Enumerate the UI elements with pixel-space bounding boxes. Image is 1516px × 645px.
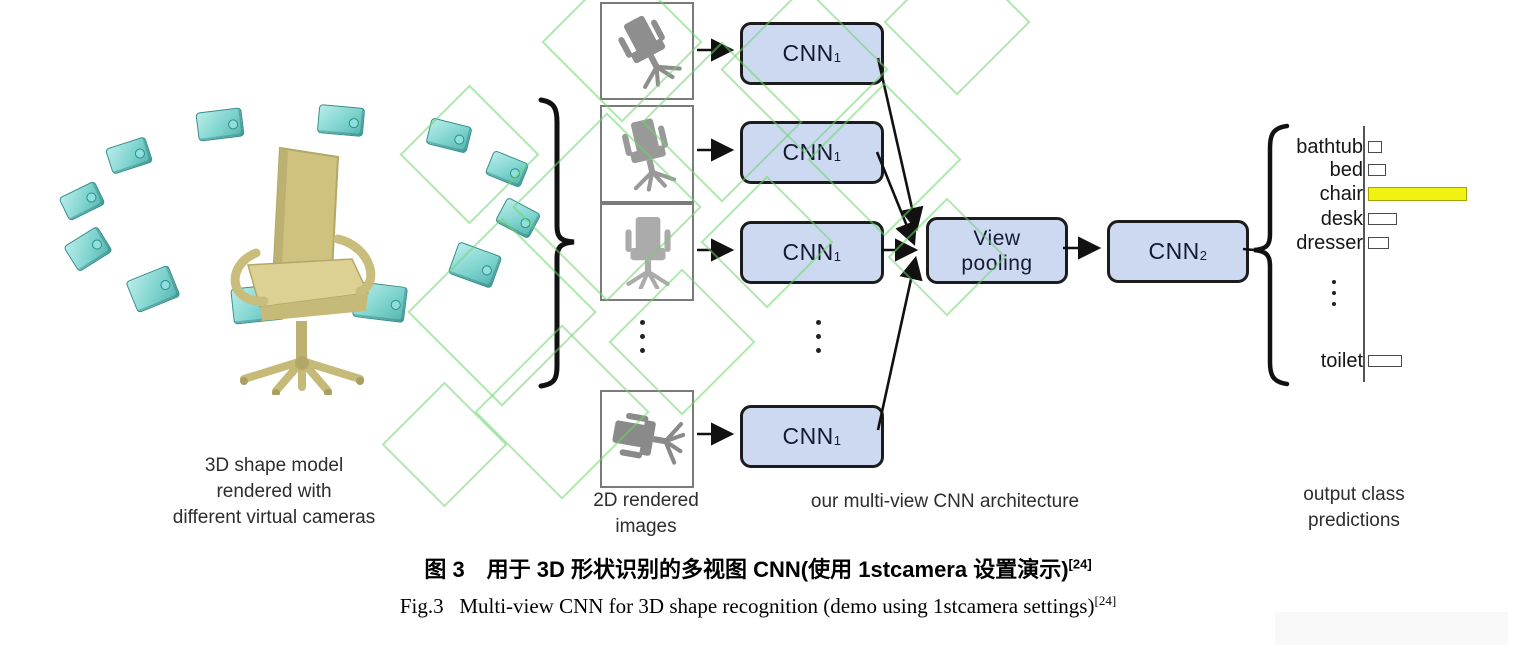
- class-label: bed: [1329, 158, 1363, 181]
- cnn1-label: CNN: [782, 40, 834, 66]
- view-pooling-box: View pooling: [926, 217, 1068, 284]
- cnn2-label: CNN: [1148, 238, 1200, 264]
- prediction-bar: [1368, 237, 1389, 249]
- chair-thumbnail-icon: [612, 412, 686, 465]
- prediction-axis-line: [1363, 126, 1365, 382]
- output-label-line2: predictions: [1308, 510, 1400, 531]
- stage2-label-line2: images: [615, 516, 677, 537]
- cnn1-label: CNN: [782, 423, 834, 449]
- stage2-label-line1: 2D rendered: [593, 490, 699, 511]
- prediction-row-toilet: toilet: [1180, 349, 1402, 373]
- vertical-ellipsis: [1332, 280, 1336, 306]
- caption-english: Fig.3 Multi-view CNN for 3D shape recogn…: [0, 593, 1516, 619]
- right-curly-brace: [1253, 123, 1290, 387]
- class-label: dresser: [1296, 231, 1363, 254]
- view-pooling-label-line1: View: [973, 226, 1021, 250]
- prediction-row-desk: desk: [1180, 207, 1397, 231]
- rendered-image-box-2: [600, 105, 694, 203]
- arrow-cnn1-4-to-pooling: [876, 255, 923, 431]
- arrow-cnn1-1-to-pooling: [876, 57, 924, 232]
- caption-chinese-text: 图 3 用于 3D 形状识别的多视图 CNN(使用 1stcamera 设置演示…: [424, 557, 1069, 582]
- cnn1-label: CNN: [782, 139, 834, 165]
- rendered-image-box-1: [600, 2, 694, 100]
- prediction-bar: [1368, 355, 1402, 367]
- output-predictions-panel: bathtub bed chair desk dresser toilet: [1180, 120, 1516, 410]
- chair-3d-model: [230, 146, 376, 395]
- prediction-row-bed: bed: [1180, 158, 1386, 182]
- caption-english-text: Fig.3 Multi-view CNN for 3D shape recogn…: [399, 594, 1095, 618]
- stage1-label-line3: different virtual cameras: [172, 507, 376, 528]
- prediction-bar: [1368, 187, 1467, 201]
- chair-thumbnail-icon: [618, 15, 682, 89]
- vertical-ellipsis: [816, 320, 821, 353]
- vertical-ellipsis: [640, 320, 645, 353]
- rendered-image-box-4: [600, 390, 694, 488]
- chair-thumbnail-icon: [622, 118, 677, 192]
- caption-chinese-citation: [24]: [1068, 556, 1092, 572]
- class-label: chair: [1319, 182, 1363, 205]
- view-pooling-label-line2: pooling: [961, 251, 1033, 275]
- class-label: desk: [1320, 207, 1363, 230]
- caption-chinese: 图 3 用于 3D 形状识别的多视图 CNN(使用 1stcamera 设置演示…: [0, 552, 1516, 584]
- chair-thumbnail-icon: [625, 217, 671, 289]
- stage1-label-line2: rendered with: [216, 481, 332, 502]
- cnn1-label: CNN: [782, 239, 834, 265]
- prediction-bar: [1368, 213, 1397, 225]
- prediction-row-dresser: dresser: [1180, 231, 1389, 255]
- cnn2-to-brace-connector: [1242, 247, 1255, 252]
- stage1-label-line1: 3D shape model: [204, 455, 344, 476]
- class-label: bathtub: [1296, 135, 1363, 158]
- prediction-bar: [1368, 164, 1386, 176]
- prediction-row-bathtub: bathtub: [1180, 135, 1382, 159]
- architecture-label: our multi-view CNN architecture: [810, 491, 1080, 512]
- caption-english-citation: [24]: [1094, 593, 1117, 608]
- rendered-image-box-3: [600, 203, 694, 301]
- left-curly-brace: [538, 97, 575, 389]
- prediction-row-chair: chair: [1180, 182, 1467, 206]
- arrow-cnn1-2-to-pooling: [875, 151, 918, 246]
- output-label-line1: output class: [1303, 484, 1405, 505]
- stage1-label: 3D shape model rendered with different v…: [143, 453, 405, 531]
- prediction-bar: [1368, 141, 1382, 153]
- class-label: toilet: [1320, 349, 1363, 372]
- output-label: output class predictions: [1264, 482, 1444, 534]
- stage2-label: 2D rendered images: [584, 488, 708, 540]
